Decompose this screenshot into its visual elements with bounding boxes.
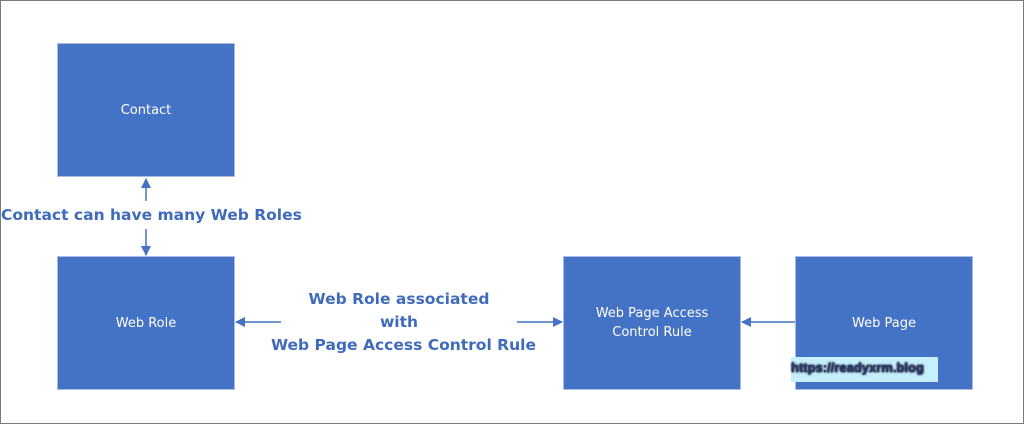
- watermark-text: https://readyxrm.blog: [791, 360, 924, 375]
- edge-label-webrole-rule: Web Role associated with Web Page Access…: [271, 288, 536, 357]
- node-label: Contact: [120, 102, 172, 118]
- edge-label-line: with: [379, 313, 419, 331]
- edge-label-line: Web Role associated: [308, 290, 490, 308]
- edge-label-line: Web Page Access Control Rule: [271, 336, 536, 354]
- node-label: Web Page: [852, 315, 916, 331]
- node-web-role: Web Role: [57, 256, 235, 390]
- watermark: https://readyxrm.blog: [791, 357, 938, 382]
- node-access-control-rule: Web Page Access Control Rule: [563, 256, 741, 390]
- node-label: Web Role: [115, 315, 177, 331]
- node-label: Web Page Access Control Rule: [595, 306, 709, 340]
- edge-label-contact-webrole: Contact can have many Web Roles: [1, 206, 302, 224]
- node-contact: Contact: [57, 43, 235, 177]
